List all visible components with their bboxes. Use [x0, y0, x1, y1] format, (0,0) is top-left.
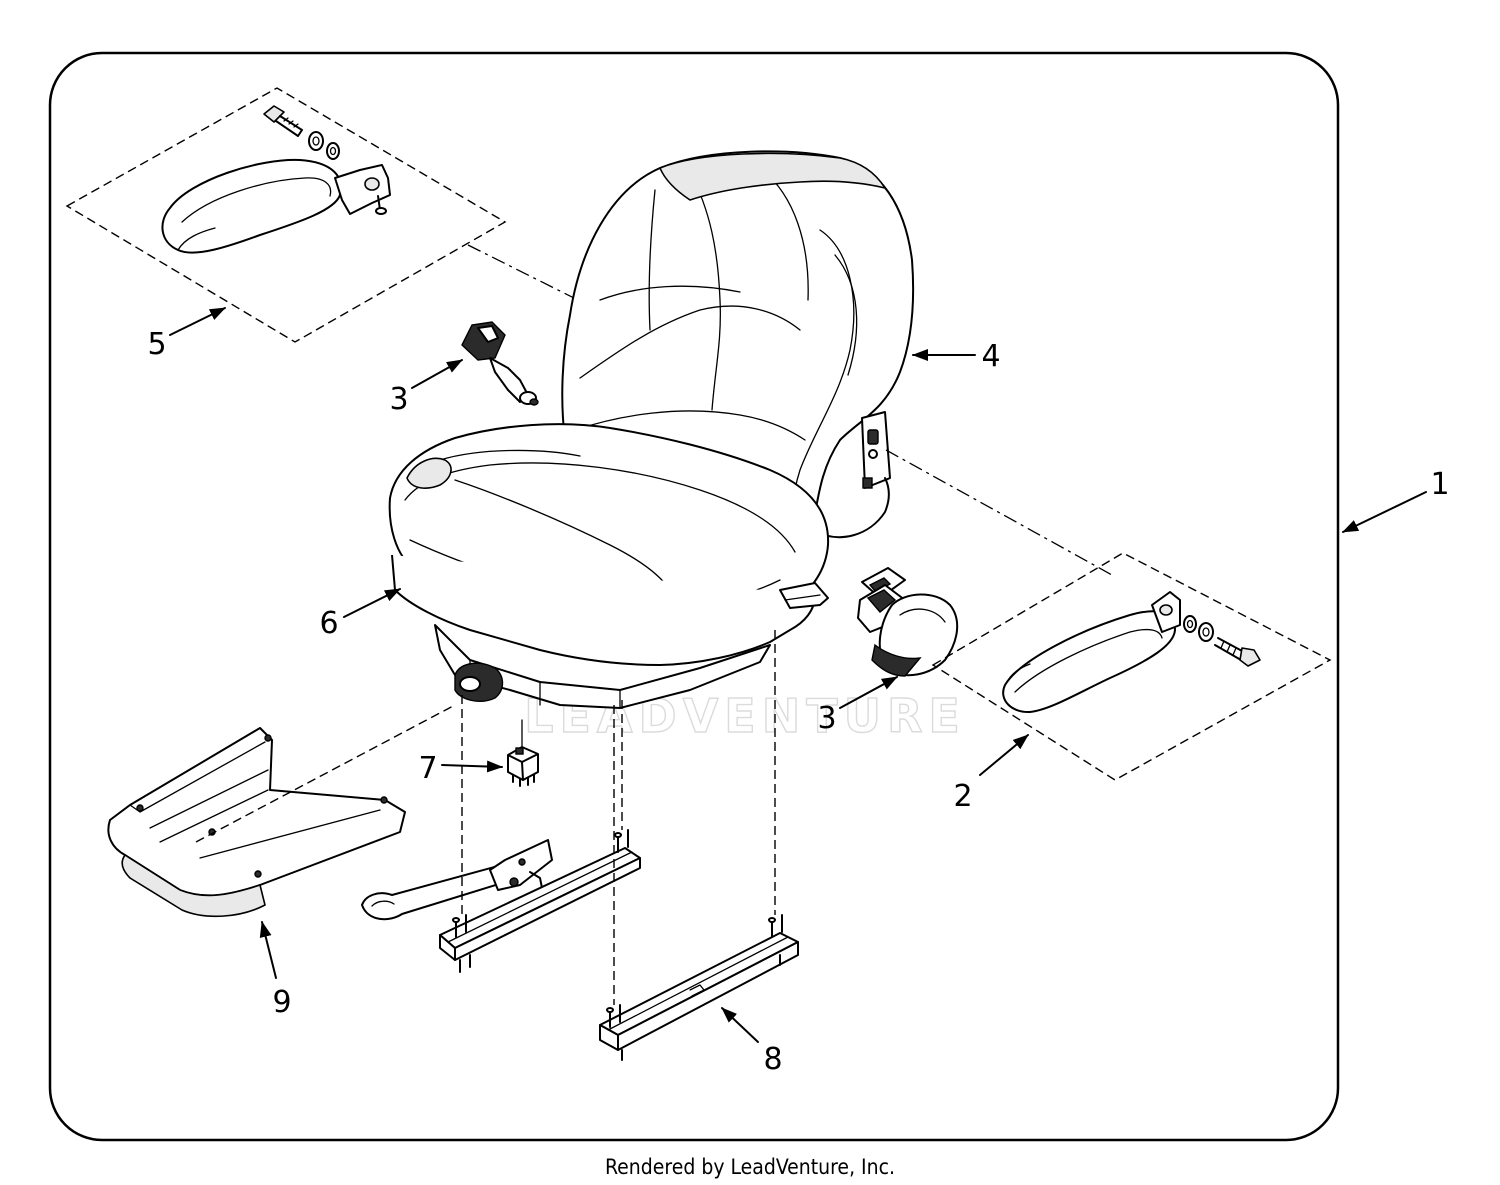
arrow-8 [721, 1007, 759, 1043]
alignment-lines [461, 630, 776, 1005]
callout-8[interactable]: 8 [763, 1042, 782, 1077]
slide-rail-right [599, 914, 799, 1061]
callout-4[interactable]: 4 [981, 339, 1000, 374]
right-armrest-washer [1183, 615, 1197, 633]
callout-3-buckle[interactable]: 3 [389, 382, 408, 417]
callout-1[interactable]: 1 [1430, 467, 1449, 502]
right-armrest-bolt [1214, 637, 1261, 667]
seat-cushion [388, 423, 830, 666]
left-armrest-bracket [334, 164, 391, 215]
seat-base [434, 582, 829, 709]
arrow-9 [259, 921, 277, 979]
callout-7[interactable]: 7 [418, 751, 437, 786]
seat-belt-retractor [857, 567, 959, 677]
arrow-3a [411, 359, 463, 389]
leader-arrows [169, 307, 1427, 1043]
footer-credit: Rendered by LeadVenture, Inc. [605, 1155, 895, 1179]
seat-belt-buckle [461, 321, 539, 406]
right-armrest-pad [1002, 610, 1176, 714]
left-armrest-bolt [263, 105, 303, 137]
left-armrest-kit [65, 87, 507, 343]
callout-2[interactable]: 2 [953, 779, 972, 814]
diagram-frame [48, 51, 1340, 1142]
arrow-7 [441, 760, 503, 773]
callout-5[interactable]: 5 [147, 327, 166, 362]
arrow-6 [343, 588, 401, 618]
callout-3-retractor[interactable]: 3 [817, 701, 836, 736]
left-armrest-washer [308, 131, 324, 151]
arrow-2 [979, 734, 1029, 776]
right-armrest-kit [885, 449, 1332, 781]
slide-rail-left [361, 829, 641, 973]
arrow-3b [839, 676, 898, 709]
left-armrest-lockwasher [326, 142, 340, 160]
callout-9[interactable]: 9 [272, 985, 291, 1020]
callout-labels: 1 2 3 3 4 5 6 7 8 9 [147, 327, 1449, 1077]
storage-tray [107, 704, 456, 918]
arrow-1 [1342, 491, 1427, 533]
arrow-5 [169, 307, 226, 336]
callout-6[interactable]: 6 [319, 606, 338, 641]
right-armrest-lockwasher [1198, 622, 1214, 642]
seat-switch [507, 719, 539, 787]
